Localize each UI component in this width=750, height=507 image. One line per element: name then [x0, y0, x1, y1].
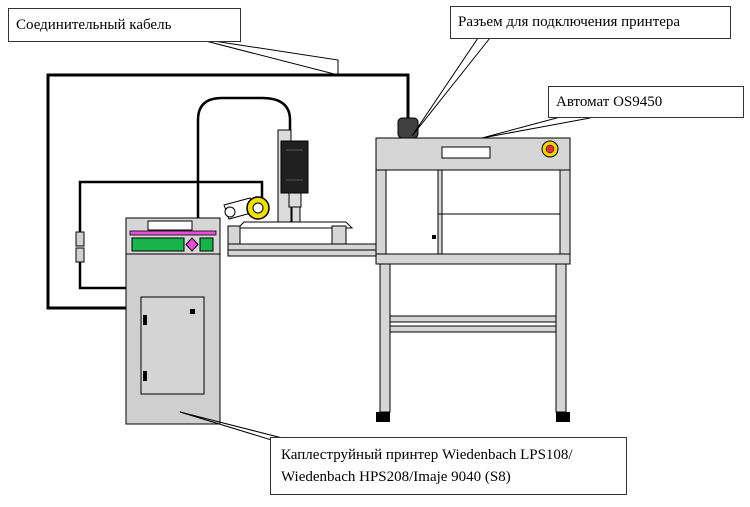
conveyor	[227, 221, 377, 257]
printhead-cable	[78, 96, 292, 290]
automat-machine	[375, 117, 571, 422]
print-head	[277, 129, 309, 225]
cable-connector-icon	[75, 231, 85, 263]
inkjet-printer	[125, 217, 221, 425]
tape-roll	[223, 196, 270, 220]
callout-pointers	[179, 37, 591, 443]
callout-printer-line-2: Wiedenbach HPS208/Imaje 9040 (S8)	[281, 469, 511, 485]
callout-automat: Автомат OS9450	[548, 86, 744, 118]
callout-printer-line-1: Каплеструйный принтер Wiedenbach LPS108/	[281, 447, 573, 463]
callout-connecting-cable: Соединительный кабель	[8, 8, 241, 42]
callout-inkjet-printer: Каплеструйный принтер Wiedenbach LPS108/…	[270, 437, 627, 495]
connecting-cable	[46, 73, 410, 310]
callout-printer-connector: Разъем для подключения принтера	[450, 6, 731, 39]
